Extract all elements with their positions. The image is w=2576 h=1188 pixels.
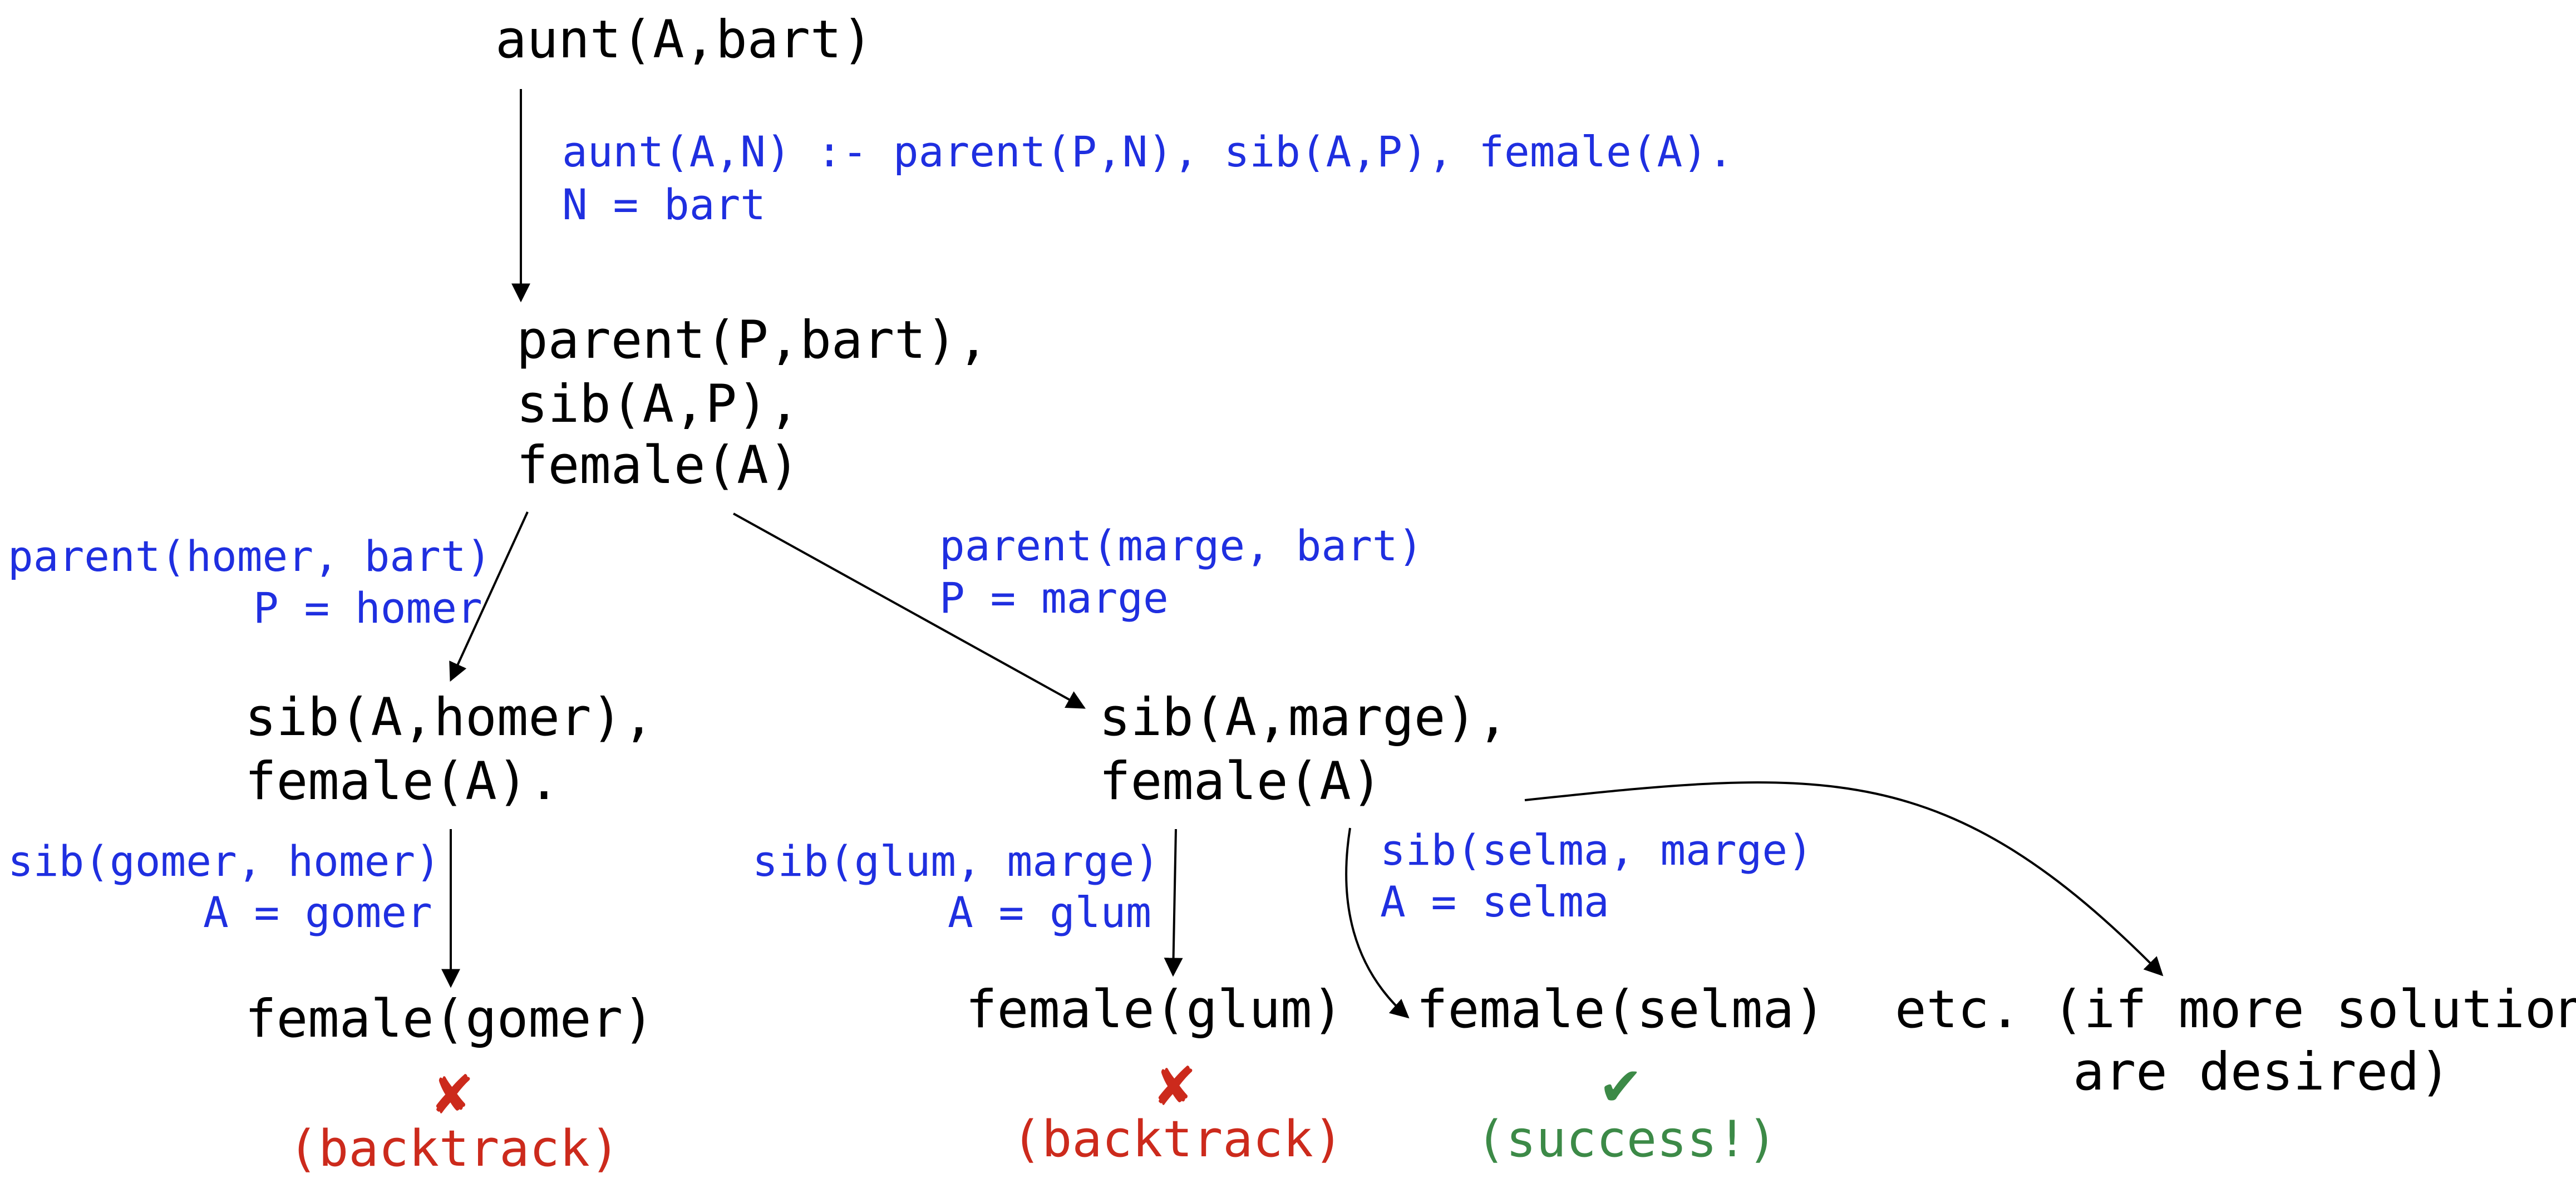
edge-label-glum-fact: sib(glum, marge) <box>752 836 1160 886</box>
edge-to-selma <box>1345 827 1410 1019</box>
edge-label-rule: aunt(A,N) :- parent(P,N), sib(A,P), fema… <box>562 127 1733 176</box>
cross-icon: ✘ <box>430 1064 475 1126</box>
goal-homer-line2: female(A). <box>245 751 560 812</box>
outcome-gomer-backtrack: (backtrack) <box>288 1120 620 1178</box>
check-icon: ✔ <box>1598 1056 1643 1118</box>
edge-label-binding: N = bart <box>562 180 766 229</box>
goal-level1-line3: female(A) <box>516 435 800 496</box>
goal-level1-line1: parent(P,bart), <box>516 310 989 371</box>
cross-icon: ✘ <box>1152 1056 1197 1118</box>
edge-label-gomer-binding: A = gomer <box>203 888 432 937</box>
edge-label-glum-binding: A = glum <box>948 888 1152 937</box>
goal-etc-line1: etc. (if more solutions <box>1895 979 2576 1040</box>
goal-marge-line2: female(A) <box>1099 751 1383 812</box>
edge-label-selma-fact: sib(selma, marge) <box>1380 825 1813 875</box>
goal-level1-line2: sib(A,P), <box>516 374 800 435</box>
goal-glum: female(glum) <box>966 979 1344 1040</box>
edge-to-etc <box>1524 781 2164 977</box>
goal-homer-line1: sib(A,homer), <box>245 687 654 748</box>
goal-root: aunt(A,bart) <box>495 9 874 70</box>
edge-label-marge-binding: P = marge <box>939 573 1169 623</box>
goal-marge-line1: sib(A,marge), <box>1099 687 1509 748</box>
edge-label-gomer-fact: sib(gomer, homer) <box>8 836 441 886</box>
edge-label-homer-binding: P = homer <box>253 583 482 633</box>
edge-label-homer-fact: parent(homer, bart) <box>8 531 492 581</box>
edge-label-marge-fact: parent(marge, bart) <box>939 521 1424 570</box>
outcome-selma-success: (success!) <box>1476 1110 1777 1169</box>
edge-to-homer <box>449 511 529 682</box>
edge-to-marge <box>733 512 1086 709</box>
edge-to-glum <box>1164 829 1183 977</box>
goal-selma: female(selma) <box>1416 979 1826 1040</box>
edge-label-selma-binding: A = selma <box>1380 877 1609 926</box>
goal-gomer: female(gomer) <box>245 989 654 1049</box>
goal-etc-line2: are desired) <box>2073 1042 2451 1102</box>
outcome-glum-backtrack: (backtrack) <box>1012 1110 1344 1169</box>
